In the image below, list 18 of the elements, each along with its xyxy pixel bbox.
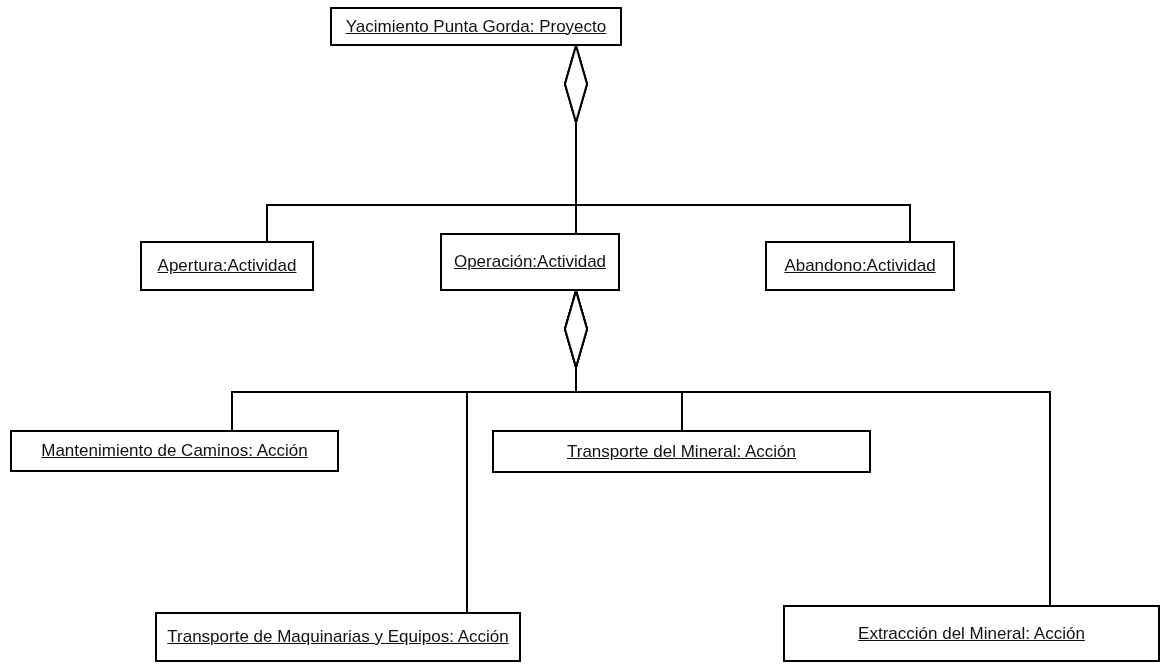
- object-box: [783, 605, 1160, 662]
- object-name: Abandono:Actividad: [784, 256, 936, 276]
- object-box: [140, 241, 314, 291]
- object-box: [330, 7, 622, 46]
- object-box: [492, 430, 871, 473]
- object-box: [765, 241, 955, 291]
- object-box: [10, 430, 339, 472]
- object-name: Transporte de Maquinarias y Equipos: Acción: [167, 627, 509, 647]
- object-name: Extracción del Mineral: Acción: [858, 623, 1085, 644]
- object-name: Apertura:Actividad: [157, 256, 297, 276]
- object-box: [155, 612, 521, 662]
- object-name: Operación:Actividad: [453, 252, 607, 272]
- object-name: Yacimiento Punta Gorda: Proyecto: [345, 16, 607, 37]
- aggregation-connector: [564, 290, 1051, 606]
- aggregation-connector: [564, 45, 911, 242]
- object-name: Mantenimiento de Caminos: Acción: [41, 441, 308, 461]
- object-box: [440, 233, 620, 291]
- object-name: Transporte del Mineral: Acción: [567, 441, 796, 462]
